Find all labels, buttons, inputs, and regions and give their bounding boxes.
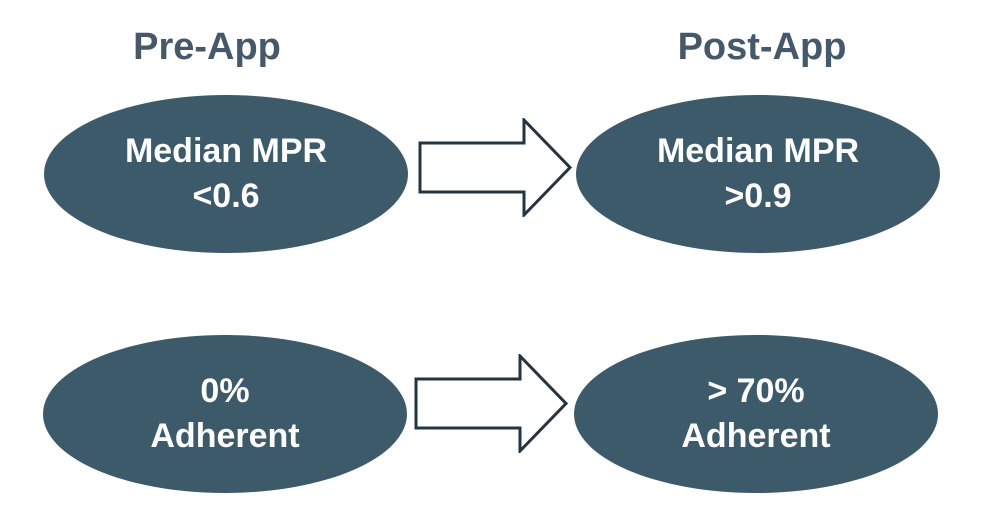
ellipse-text-line1: > 70% bbox=[707, 372, 805, 410]
ellipse-text-line1: Median MPR bbox=[656, 132, 860, 170]
ellipse-pre-median-mpr: Median MPR <0.6 bbox=[44, 95, 408, 253]
ellipse-text-line1: Median MPR bbox=[124, 132, 328, 170]
column-header-pre-app: Pre-App bbox=[133, 26, 281, 68]
ellipse-text-line2: <0.6 bbox=[192, 177, 260, 215]
ellipse-pre-adherent: 0% Adherent bbox=[43, 335, 407, 493]
ellipse-text-line1: 0% bbox=[200, 372, 250, 410]
right-arrow-icon bbox=[418, 118, 572, 217]
ellipse-post-median-mpr: Median MPR >0.9 bbox=[576, 95, 940, 253]
ellipse-text-line2: Adherent bbox=[150, 417, 300, 455]
ellipse-text-line2: >0.9 bbox=[724, 177, 792, 215]
ellipse-text-line2: Adherent bbox=[681, 417, 831, 455]
ellipse-post-adherent: > 70% Adherent bbox=[574, 335, 938, 493]
column-header-post-app: Post-App bbox=[677, 26, 847, 68]
right-arrow-icon bbox=[414, 354, 568, 453]
